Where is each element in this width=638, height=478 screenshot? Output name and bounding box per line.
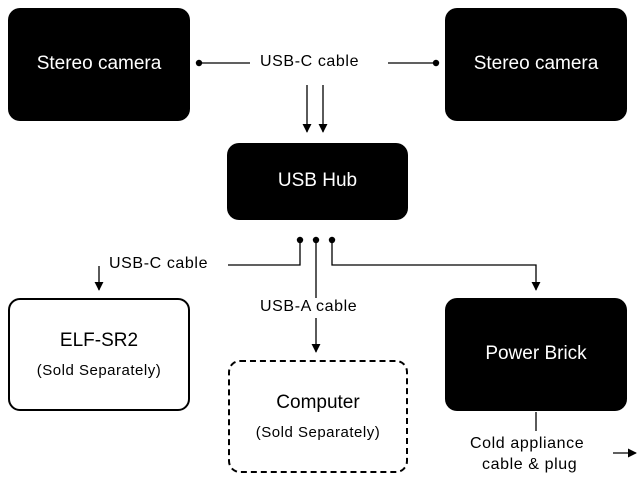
computer-cable-label: USB-A cable <box>260 298 358 317</box>
camera-left-port-dot <box>195 59 203 67</box>
elf-sr2-subtitle: (Sold Separately) <box>36 362 162 380</box>
power-brick-node: Power Brick <box>445 298 627 411</box>
elf-sr2-node: ELF-SR2 (Sold Separately) <box>8 298 190 411</box>
usb-hub-node: USB Hub <box>227 143 408 220</box>
power-brick-title: Power Brick <box>485 343 587 365</box>
power-cable-label-line2: cable & plug <box>482 456 578 475</box>
stereo-camera-left-title: Stereo camera <box>36 53 162 75</box>
computer-node: Computer (Sold Separately) <box>228 360 408 473</box>
computer-subtitle: (Sold Separately) <box>255 424 381 442</box>
hub-to-power-line <box>331 240 541 291</box>
computer-title: Computer <box>276 391 360 413</box>
stereo-camera-right-node: Stereo camera <box>445 8 627 121</box>
elf-sr2-title: ELF-SR2 <box>59 329 139 351</box>
stereo-camera-right-title: Stereo camera <box>473 53 599 75</box>
camera-right-port-dot <box>432 59 440 67</box>
stereo-camera-left-node: Stereo camera <box>8 8 190 121</box>
power-cable-label-line1: Cold appliance <box>470 435 585 454</box>
hub-to-elf-line <box>228 240 301 266</box>
usb-hub-title: USB Hub <box>277 170 358 192</box>
cameras-cable-label: USB-C cable <box>260 53 360 72</box>
elf-cable-label: USB-C cable <box>109 255 209 274</box>
